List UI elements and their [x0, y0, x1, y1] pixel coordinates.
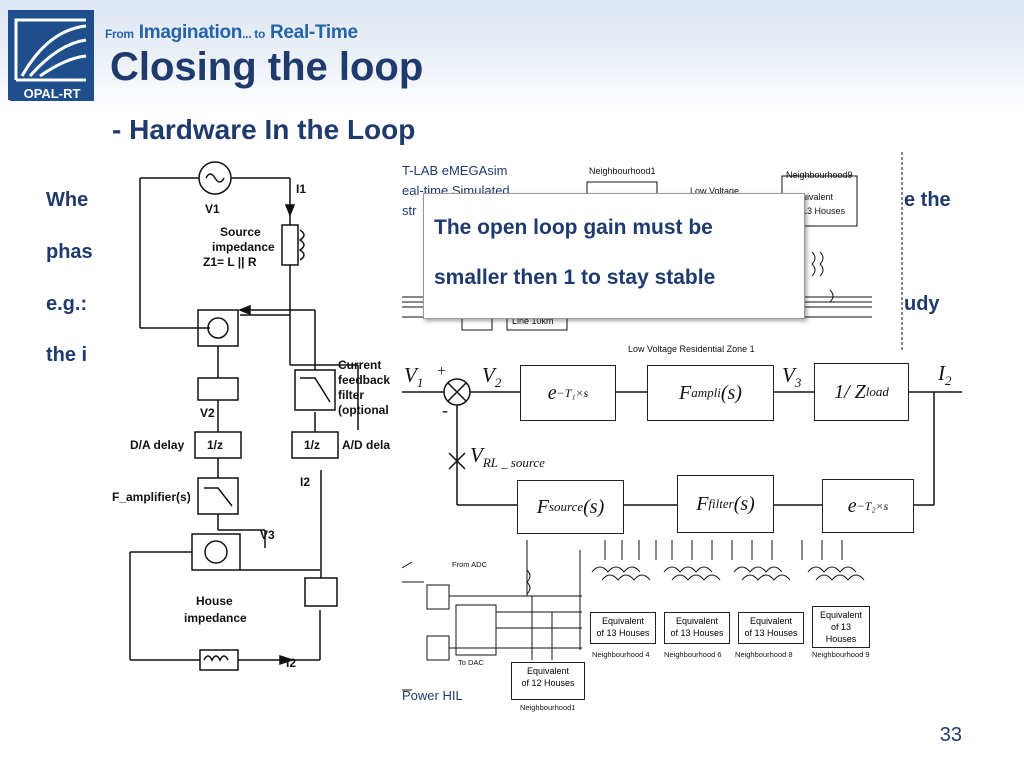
from-adc-label: From ADC	[452, 560, 488, 569]
tagline-to: ... to	[242, 27, 265, 41]
neighbourhood-6-label: Neighbourhood 6	[664, 650, 722, 659]
body-line-2: phas	[46, 241, 93, 263]
tagline-imagination: Imagination	[138, 22, 243, 43]
label-i2-a: I2	[300, 475, 311, 489]
symbol-v2: V2	[482, 363, 502, 391]
header-background	[0, 0, 1024, 110]
delay-block-1: e−T₁×s	[520, 365, 616, 421]
label-impedance: impedance	[212, 240, 275, 254]
circuit-diagram: V1 I1 Source impedance Z1= L || R Curren…	[100, 150, 400, 695]
neighbourhood-4-label: Neighbourhood 4	[592, 650, 650, 659]
slide-subtitle: - Hardware In the Loop	[112, 114, 416, 145]
body-line-3: e.g.:	[46, 293, 88, 315]
symbol-v3: V3	[782, 363, 802, 391]
body-line-1: Whe	[46, 189, 89, 211]
neighbourhood-9-label: Neighbourhood9	[786, 170, 853, 180]
label-v2: V2	[200, 406, 215, 420]
stability-callout: The open loop gain must be smaller then …	[423, 193, 805, 319]
label-v1: V1	[205, 202, 220, 216]
label-ad-delay: A/D dela	[342, 438, 391, 452]
symbol-i2: I2	[938, 361, 952, 389]
to-dac-label: To DAC	[458, 658, 484, 667]
label-current-feedback-2: feedback	[338, 373, 391, 387]
neighbourhood-9-bottom: Neighbourhood 9	[812, 650, 870, 659]
neighbourhood-1-bottom: Neighbourhood1	[520, 703, 576, 712]
label-house: House	[196, 594, 233, 608]
lab-line-3: str	[402, 203, 417, 218]
label-f-amplifier: F_amplifier(s)	[112, 490, 191, 504]
equivalent-label: uivalent	[802, 192, 834, 202]
label-z-block-1: 1/z	[207, 438, 224, 452]
power-hil-label: Power HIL	[402, 688, 463, 703]
block-diagram-lines	[402, 378, 962, 506]
slide-title: Closing the loop	[110, 45, 424, 89]
callout-line-2: smaller then 1 to stay stable	[434, 266, 716, 289]
neighbourhood-1-label: Neighbourhood1	[589, 166, 656, 176]
zone-label: Low Voltage Residential Zone 1	[628, 344, 755, 354]
label-z1: Z1= L || R	[203, 255, 257, 269]
line-10km-label: Line 10km	[512, 316, 554, 326]
houses-13-label: 13 Houses	[802, 206, 846, 216]
label-i1: I1	[296, 182, 307, 196]
delay-block-2: e−T₂×s	[822, 479, 914, 533]
label-current-feedback-4: (optional	[338, 403, 389, 417]
symbol-minus: -	[442, 400, 448, 420]
logo-graphic-icon	[8, 10, 94, 88]
label-house-impedance: impedance	[184, 611, 247, 625]
tagline: From Imagination... to Real-Time	[105, 22, 358, 44]
circuit-wires	[129, 161, 359, 671]
tagline-realtime: Real-Time	[269, 22, 358, 43]
body-right-1: e the	[904, 189, 951, 211]
lab-line-1: T-LAB eMEGAsim	[402, 163, 508, 178]
label-source: Source	[220, 225, 261, 239]
label-i2-b: I2	[286, 656, 297, 670]
page-number: 33	[939, 724, 962, 746]
label-v3: V3	[260, 528, 275, 542]
body-right-2: udy	[904, 293, 940, 315]
label-current-feedback-1: Current	[338, 358, 382, 372]
opal-rt-logo	[8, 10, 94, 100]
symbol-vrl-source: VRL _ source	[470, 443, 545, 471]
tagline-from: From	[105, 27, 134, 41]
low-voltage-label: Low Voltage	[690, 186, 740, 196]
network-bottom-lines	[402, 540, 865, 691]
label-z-block-2: 1/z	[304, 438, 321, 452]
logo-text: OPAL-RT	[10, 87, 94, 101]
label-da-delay: D/A delay	[130, 438, 185, 452]
neighbourhood-8-label: Neighbourhood 8	[735, 650, 793, 659]
callout-line-1: The open loop gain must be	[434, 216, 713, 239]
symbol-v1: V1	[404, 363, 424, 391]
symbol-plus: +	[437, 363, 447, 380]
body-line-4: the i	[46, 344, 88, 366]
label-current-feedback-3: filter	[338, 388, 365, 402]
